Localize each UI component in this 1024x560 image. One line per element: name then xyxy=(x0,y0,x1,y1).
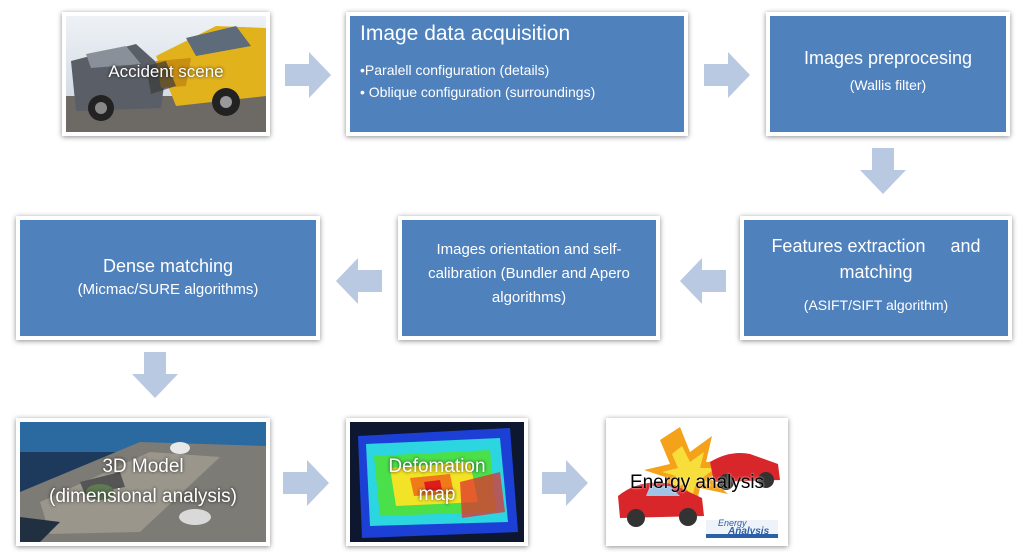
accident-scene-node: Accident scene xyxy=(62,12,270,136)
energy-analysis-image xyxy=(610,422,784,542)
orientation-line-1: Images orientation and self- xyxy=(436,241,622,258)
3d-model-node: 3D Model (dimensional analysis) xyxy=(16,418,270,546)
arrow-left-2 xyxy=(336,258,382,304)
images-preprocessing-node: Images preprocesing (Wallis filter) xyxy=(766,12,1010,136)
arrow-right-2 xyxy=(704,52,750,98)
arrow-right-1 xyxy=(285,52,331,98)
deformation-map-node: Defomation map xyxy=(346,418,528,546)
deformation-map-image xyxy=(350,422,524,542)
energy-analysis-label: Energy analysis xyxy=(629,472,765,493)
model-line-1: 3D Model xyxy=(102,456,184,477)
arrow-down-2 xyxy=(132,352,178,398)
deformation-line-1: Defomation xyxy=(388,456,486,477)
dense-title: Dense matching xyxy=(102,256,234,276)
deformation-line-2: map xyxy=(418,484,456,505)
preprocessing-title: Images preprocesing xyxy=(803,48,973,68)
features-extraction-node: Features extraction and matching (ASIFT/… xyxy=(740,216,1012,340)
3d-model-image xyxy=(20,422,266,542)
energy-logo-line-2: Analysis xyxy=(728,526,770,537)
accident-scene-image xyxy=(66,16,266,132)
accident-scene-label: Accident scene xyxy=(108,62,224,81)
orientation-line-3: algorithms) xyxy=(491,289,567,306)
energy-logo-line-1: Energy xyxy=(718,518,747,528)
acquisition-bullet-1: •Paralell configuration (details) xyxy=(360,62,550,78)
arrow-left-1 xyxy=(680,258,726,304)
arrow-right-3 xyxy=(283,460,329,506)
image-data-acquisition-node: Image data acquisition •Paralell configu… xyxy=(346,12,688,136)
orientation-line-2: calibration (Bundler and Apero xyxy=(428,265,630,282)
preprocessing-sub: (Wallis filter) xyxy=(849,77,927,93)
energy-analysis-node: Energy analysis Energy Analysis xyxy=(606,418,788,546)
acquisition-bullet-2: • Oblique configuration (surroundings) xyxy=(360,84,596,100)
model-line-2: (dimensional analysis) xyxy=(49,486,237,507)
features-line-2: matching xyxy=(839,262,913,282)
arrow-down-1 xyxy=(860,148,906,194)
arrow-right-4 xyxy=(542,460,588,506)
acquisition-title: Image data acquisition xyxy=(360,22,571,45)
features-sub: (ASIFT/SIFT algorithm) xyxy=(803,297,949,313)
dense-matching-node: Dense matching (Micmac/SURE algorithms) xyxy=(16,216,320,340)
dense-sub: (Micmac/SURE algorithms) xyxy=(77,281,259,298)
images-orientation-node: Images orientation and self- calibration… xyxy=(398,216,660,340)
features-line-1: Features extraction and xyxy=(771,236,981,256)
